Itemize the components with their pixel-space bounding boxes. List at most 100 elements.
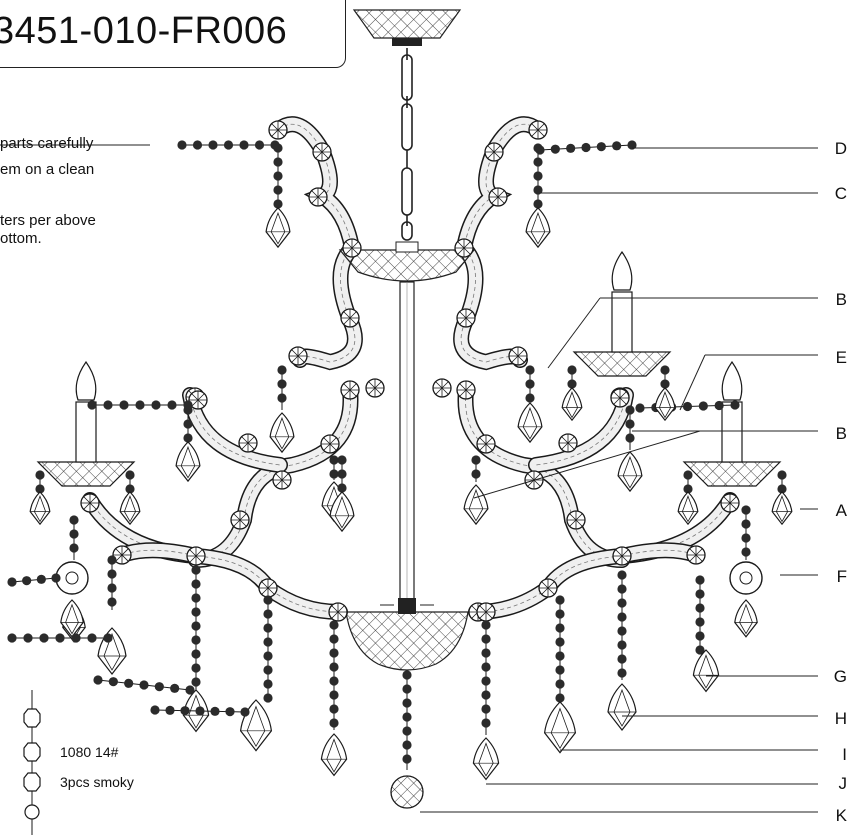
octagon-bead: [263, 623, 273, 633]
octagon-bead: [183, 419, 193, 429]
note-line-1: parts carefully: [0, 135, 94, 152]
octagon-bead: [625, 405, 635, 415]
leader-line: [473, 430, 701, 499]
swag-bead: [535, 145, 545, 155]
chain-link: [401, 103, 413, 151]
rosette-spoke: [613, 391, 627, 405]
rosette-spoke: [189, 549, 203, 563]
candle-bulb: [721, 360, 743, 401]
pendant-facet: [613, 688, 631, 727]
arm-fill: [458, 383, 629, 567]
swag-bead: [581, 142, 591, 153]
swag-bead: [240, 707, 250, 717]
pendant: [463, 484, 489, 526]
callout-g: G: [833, 667, 847, 686]
rosette-spoke: [345, 241, 359, 255]
swag-bead: [23, 633, 33, 643]
swag-bead: [635, 403, 645, 413]
upper-bowl: [338, 241, 476, 282]
pendant-facet: [478, 742, 494, 777]
pendant: [472, 737, 500, 781]
pendant-facet: [65, 603, 79, 635]
octagon-bead: [402, 740, 412, 750]
rosette-spoke: [315, 145, 329, 159]
pendant-facet: [622, 455, 638, 489]
candle-sleeve: [611, 291, 633, 353]
octagon-bead: [125, 484, 135, 494]
pendant-facet: [550, 707, 570, 750]
swag-bead: [714, 400, 724, 411]
octagon-bead: [277, 393, 287, 403]
octagon-bead: [660, 379, 670, 389]
swag-bead: [103, 400, 113, 410]
octagon-bead: [555, 637, 565, 647]
swag-bead: [7, 633, 17, 643]
callout-k: K: [835, 806, 847, 825]
octagon-bead: [277, 379, 287, 389]
octagon-bead: [191, 593, 201, 603]
legend-octagon: [23, 708, 41, 728]
octagon-bead: [329, 662, 339, 672]
octagon-bead: [555, 623, 565, 633]
arm-centerline: [299, 247, 356, 363]
swag-bead: [183, 400, 193, 410]
pendant-facet: [530, 211, 546, 245]
octagon-bead: [69, 515, 79, 525]
callout-leaders: [0, 144, 818, 813]
octagon-bead: [263, 693, 273, 703]
arm-centerline: [195, 389, 351, 561]
swag-bead: [612, 141, 622, 151]
octagon-bead: [273, 157, 283, 167]
rosette-spoke: [83, 496, 97, 510]
legend-drop: [24, 804, 40, 820]
arm-fill: [189, 383, 358, 567]
octagon-bead: [617, 668, 627, 678]
pendant: [654, 387, 676, 422]
rosette-spoke: [531, 123, 545, 137]
swag-bead: [185, 685, 195, 695]
octagon-bead: [625, 433, 635, 443]
pendant-facet: [739, 603, 753, 635]
callout-e: E: [835, 348, 847, 367]
octagon-bead: [555, 609, 565, 619]
octagon-bead: [695, 589, 705, 599]
arm-fill: [115, 543, 203, 563]
rosette-spoke: [343, 311, 357, 325]
swag-bead: [7, 577, 17, 587]
octagon-bead: [533, 157, 543, 167]
octagon-bead: [695, 617, 705, 627]
octagon-bead: [191, 621, 201, 631]
swag-bead: [627, 140, 637, 150]
hanging-chain: [401, 48, 413, 241]
octagon-bead: [777, 470, 787, 480]
octagon-bead: [273, 171, 283, 181]
swag-bead: [180, 706, 190, 716]
swag-bead: [39, 633, 49, 643]
arm-fill: [615, 543, 703, 563]
chain-link: [401, 54, 413, 101]
octagon-bead: [402, 712, 412, 722]
rosette-spoke: [291, 349, 305, 363]
swag-bead: [682, 401, 693, 412]
octagon-bead: [69, 543, 79, 553]
swag-bead: [22, 576, 32, 586]
pendant-facet: [270, 211, 286, 245]
callout-b-upper: B: [835, 290, 847, 309]
swag-bead: [165, 705, 175, 715]
swag-bead: [139, 680, 149, 690]
swag-bead: [154, 682, 164, 692]
arm-centerline: [535, 394, 627, 466]
octagon-bead: [617, 640, 627, 650]
octagon-bead: [695, 575, 705, 585]
main-bowl: [345, 598, 469, 671]
octagon-bead: [695, 645, 705, 655]
pendant-facet: [103, 632, 121, 671]
crystal-ball: [390, 775, 424, 809]
swag-bead: [93, 675, 103, 685]
pendant: [320, 733, 348, 777]
callout-c: C: [834, 184, 847, 203]
swag-bead: [151, 400, 161, 410]
octagon-bead: [617, 570, 627, 580]
swag-bead: [124, 678, 134, 688]
callout-a: A: [835, 501, 847, 520]
